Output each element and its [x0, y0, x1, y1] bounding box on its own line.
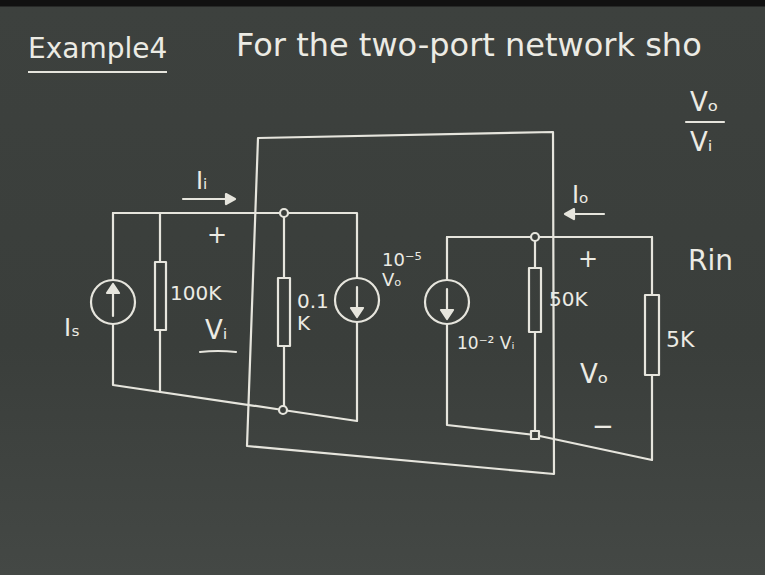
current-label: Iₛ: [64, 315, 80, 341]
polarity-sign: +: [207, 222, 227, 248]
wire: [159, 213, 161, 392]
slide-title: Example4: [28, 34, 167, 73]
resistor-symbol: [645, 295, 659, 375]
voltage-label: Vₒ: [580, 360, 609, 389]
underline: [200, 351, 236, 352]
wire: [651, 237, 653, 295]
top-wire: [113, 213, 357, 278]
resistor-value: 100K: [170, 282, 221, 304]
current-label: Iᵢ: [196, 168, 207, 194]
polarity-sign: +: [578, 246, 598, 272]
heading-text: For the two-port network sho: [236, 28, 702, 63]
voltage-label: Vᵢ: [205, 316, 227, 345]
wire: [534, 237, 536, 435]
ratio-denominator: Vᵢ: [690, 128, 712, 157]
resistance-label: Rin: [688, 246, 733, 277]
arrow-head: [351, 308, 363, 317]
arrow-head: [226, 194, 235, 204]
ratio-numerator: Vₒ: [690, 88, 719, 117]
top-wire: [447, 236, 652, 238]
terminal: [531, 233, 539, 241]
current-label: Iₒ: [572, 182, 589, 208]
wire: [112, 213, 114, 280]
arrow-head: [441, 310, 453, 319]
resistor-value: 0.1 K: [297, 290, 333, 334]
current-source-symbol: [91, 280, 135, 324]
source-value: 10⁻⁵ Vₒ: [382, 250, 422, 290]
resistor-symbol: [278, 278, 290, 346]
wire: [447, 237, 652, 460]
dependent-source-symbol: [425, 280, 469, 324]
polarity-sign: −: [592, 412, 614, 441]
terminal: [279, 406, 287, 414]
arrow-head: [107, 284, 119, 293]
resistor-value: 5K: [666, 328, 694, 352]
arrow-head: [565, 209, 574, 219]
current-arrow: [183, 198, 230, 200]
resistor-symbol: [529, 268, 541, 332]
bottom-wire: [113, 322, 357, 421]
resistor-symbol: [155, 262, 166, 330]
terminal: [531, 431, 539, 439]
resistor-value: 50K: [549, 288, 588, 310]
terminal: [280, 209, 288, 217]
fraction-bar: [686, 121, 724, 123]
dependent-source-symbol: [335, 278, 379, 322]
two-port-outline: [247, 132, 554, 474]
source-value: 10⁻² Vᵢ: [457, 334, 515, 353]
wire: [283, 213, 285, 410]
